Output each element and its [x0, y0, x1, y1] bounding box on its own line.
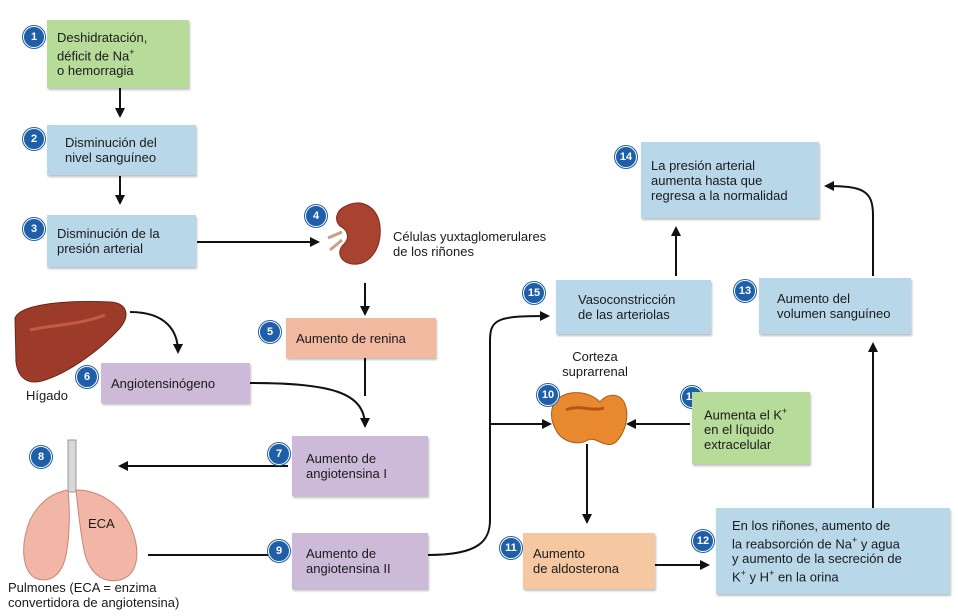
step-4-line-2: de los riñones — [393, 244, 474, 259]
step-2-badge: 2 — [23, 128, 45, 150]
step-7-line-2: angiotensina I — [306, 466, 387, 481]
step-4-label: Células yuxtaglomerulares de los riñones — [393, 229, 546, 259]
step-9-line-2: angiotensina II — [306, 561, 391, 576]
arrow-liver-6 — [129, 311, 183, 354]
step-16-line-3: extracelular — [704, 437, 772, 453]
step-11-line-2: de aldosterona — [533, 561, 620, 576]
step-13-blood-volume-box: Aumento del volumen sanguíneo — [759, 278, 911, 334]
step-13-badge: 13 — [734, 280, 756, 302]
step-12-line-3: y aumento de la secreción de — [732, 551, 902, 566]
adrenal-gland-icon — [551, 392, 628, 445]
liver-icon — [14, 301, 127, 383]
step-12-line-1: En los riñones, aumento de — [732, 517, 891, 533]
step-3-blood-pressure-box: Disminución de la presión arterial — [47, 215, 196, 267]
step-9-line-1: Aumento de — [306, 546, 377, 561]
step-3-line-1: Disminución de la — [57, 226, 160, 241]
step-15-line-1: Vasoconstricción — [578, 292, 676, 307]
step-10-badge: 10 — [537, 384, 559, 406]
step-2-line-2: nivel sanguíneo — [65, 150, 157, 165]
step-5-renin-box: Aumento de renina — [286, 318, 436, 358]
step-1-dehydration-box: Deshidratación, déficit de Na+ o hemorra… — [47, 20, 189, 88]
step-14-line-2: aumenta hasta que — [651, 172, 763, 188]
step-2-line-1: Disminución del — [65, 135, 157, 150]
step-15-badge: 15 — [523, 282, 545, 304]
step-7-line-1: Aumento de — [306, 451, 377, 466]
step-2-blood-level-box: Disminución del nivel sanguíneo — [47, 125, 196, 175]
step-7-badge: 7 — [268, 443, 290, 465]
step-1-badge: 1 — [23, 26, 45, 48]
lungs-line-2: convertidora de angiotensina) — [8, 595, 180, 610]
step-12-kidney-reabsorption-box: En los riñones, aumento de la reabsorció… — [716, 508, 950, 594]
step-1-line-1: Deshidratación, — [57, 29, 148, 45]
lungs-label: Pulmones (ECA = enzima convertidora de a… — [8, 580, 179, 610]
step-12-line-4: K+ y H+ en la orina — [732, 568, 839, 585]
arrow-6-7 — [249, 382, 370, 428]
eca-label: ECA — [88, 516, 115, 531]
step-13-line-2: volumen sanguíneo — [777, 306, 891, 321]
step-8-badge: 8 — [30, 446, 52, 468]
step-16-line-1: Aumenta el K+ — [704, 405, 788, 423]
step-15-vasoconstriction-box: Vasoconstricción de las arteriolas — [556, 280, 711, 334]
step-10-line-1: Corteza — [572, 349, 618, 364]
step-14-badge: 14 — [615, 146, 637, 168]
step-5-badge: 5 — [259, 321, 281, 343]
liver-label: Hígado — [26, 388, 68, 403]
step-11-line-1: Aumento — [533, 546, 586, 561]
step-4-badge: 4 — [305, 205, 327, 227]
arrow-9-15 — [427, 311, 550, 556]
step-14-line-1: La presión arterial — [651, 157, 756, 173]
step-6-badge: 6 — [76, 366, 98, 388]
step-5-line-1: Aumento de renina — [296, 330, 406, 346]
step-1-line-2: déficit de Na+ — [57, 46, 135, 64]
lungs-icon — [23, 439, 138, 582]
step-9-badge: 9 — [268, 540, 290, 562]
step-3-line-2: presión arterial — [57, 241, 143, 256]
step-1-line-3: o hemorragia — [57, 63, 134, 79]
step-12-line-2: la reabsorción de Na+ y agua — [732, 534, 900, 551]
step-15-line-2: de las arteriolas — [578, 307, 670, 322]
step-12-badge: 12 — [692, 530, 714, 552]
step-11-aldosterone-box: Aumento de aldosterona — [523, 533, 655, 589]
step-4-line-1: Células yuxtaglomerulares — [393, 229, 547, 244]
step-9-angiotensin-ii-box: Aumento de angiotensina II — [292, 533, 428, 589]
kidney-icon — [327, 202, 381, 265]
step-14-pressure-normal-box: La presión arterial aumenta hasta que re… — [641, 142, 819, 218]
arrow-13-14 — [824, 181, 874, 276]
step-6-line-1: Angiotensinógeno — [111, 375, 216, 391]
step-16-potassium-box: Aumenta el K+ en el líquido extracelular — [692, 392, 810, 464]
step-3-badge: 3 — [23, 218, 45, 240]
step-13-line-1: Aumento del — [777, 291, 850, 306]
step-10-line-2: suprarrenal — [562, 364, 628, 379]
step-10-label: Corteza suprarrenal — [560, 349, 630, 379]
step-11-badge: 11 — [500, 537, 522, 559]
lungs-line-1: Pulmones (ECA = enzima — [8, 580, 157, 595]
step-6-angiotensinogen-box: Angiotensinógeno — [101, 363, 250, 403]
step-7-angiotensin-i-box: Aumento de angiotensina I — [292, 436, 428, 496]
step-14-line-3: regresa a la normalidad — [651, 187, 788, 203]
step-16-line-2: en el líquido — [704, 422, 775, 438]
